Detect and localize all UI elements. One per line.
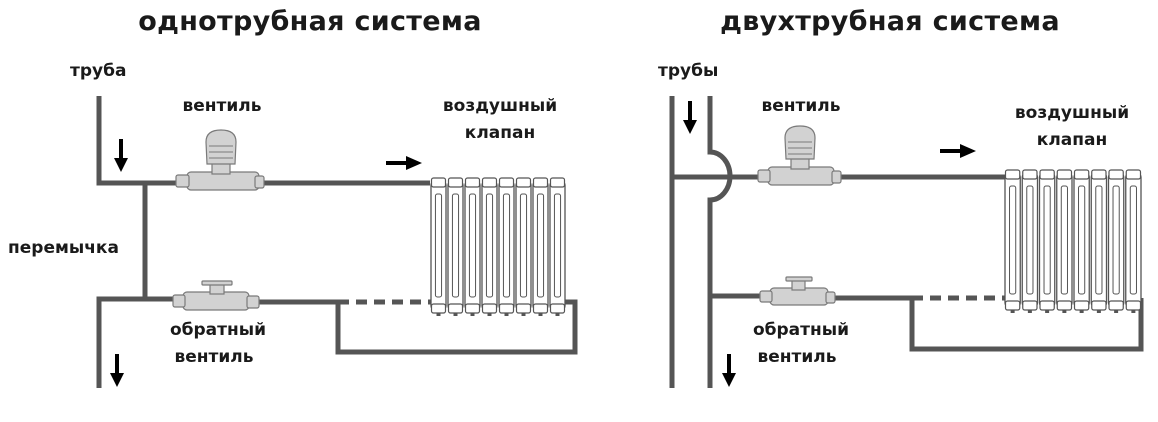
one-pipe-pipe-label: труба [70, 61, 127, 81]
one-pipe-radiator [430, 177, 566, 316]
two-pipe-radiator-foot [1096, 310, 1101, 313]
one-pipe-right-arrow [386, 156, 422, 170]
one-pipe-down-arrow-top [114, 139, 128, 172]
one-pipe-title: однотрубная система [138, 6, 482, 37]
one-pipe-radiator-foot [487, 313, 492, 316]
two-pipe-radiator-section [1090, 169, 1108, 311]
two-pipe-pipes-label: трубы [658, 61, 719, 81]
two-pipe-down-arrow-top [683, 101, 697, 134]
two-pipe-radiator-section [1021, 169, 1039, 311]
two-pipe-radiator-foot [1027, 310, 1032, 313]
one-pipe-radiator-foot [504, 313, 509, 316]
one-pipe-arrows [110, 139, 422, 387]
two-pipe-supply-valve [757, 125, 842, 186]
one-pipe-radiator-foot [538, 313, 543, 316]
two-pipe-title: двухтрубная система [720, 6, 1060, 37]
one-pipe-valve-label: вентиль [182, 96, 262, 116]
one-pipe-return-riser [96, 296, 176, 388]
one-pipe-return-valve-label-line1: обратный [169, 320, 267, 340]
two-pipe-radiator-section [1004, 169, 1021, 311]
one-pipe-radiator-foot [521, 313, 526, 316]
one-pipe-air-valve-label-line1: воздушный [442, 96, 558, 116]
two-pipe-return-riser [707, 96, 733, 388]
two-pipe-right-arrow [940, 144, 976, 158]
two-pipe-radiator-foot [1045, 310, 1050, 313]
one-pipe-radiator-section [515, 177, 532, 314]
one-pipe-system [96, 96, 578, 388]
two-pipe-return-valve-label-line2: вентиль [757, 347, 837, 367]
two-pipe-radiator-foot [1131, 310, 1136, 313]
one-pipe-radiator-section [481, 177, 498, 314]
two-pipe-radiator-section [1125, 169, 1142, 311]
one-pipe-supply-valve [175, 129, 265, 191]
two-pipe-return-valve [759, 276, 836, 306]
two-pipe-radiator-section [1107, 169, 1125, 311]
one-pipe-supply-riser [96, 96, 176, 186]
one-pipe-radiator-foot [436, 313, 441, 316]
two-pipe-system [669, 96, 1144, 388]
two-pipe-radiator-foot [1114, 310, 1119, 313]
two-pipe-air-valve-label-line1: воздушный [1014, 103, 1130, 123]
two-pipe-air-valve-label-line2: клапан [1036, 130, 1108, 150]
one-pipe-return-valve [172, 280, 260, 311]
one-pipe-radiator-section [430, 177, 447, 314]
two-pipe-valve-label: вентиль [761, 96, 841, 116]
two-pipe-return-loop [909, 298, 1144, 352]
one-pipe-radiator-foot [453, 313, 458, 316]
one-pipe-radiator-section [464, 177, 481, 314]
two-pipe-radiator-section [1056, 169, 1073, 311]
one-pipe-air-valve-label-line2: клапан [464, 123, 536, 143]
one-pipe-thermo-head [205, 129, 237, 165]
one-pipe-return-loop [335, 299, 578, 355]
two-pipe-radiator [1004, 169, 1142, 313]
two-pipe-return-valve-label-line1: обратный [752, 320, 850, 340]
one-pipe-radiator-foot [470, 313, 475, 316]
two-pipe-radiator-foot [1010, 310, 1015, 313]
one-pipe-radiator-section [447, 177, 464, 314]
one-pipe-radiator-section [498, 177, 515, 314]
one-pipe-radiator-section [532, 177, 549, 314]
one-pipe-down-arrow-bottom [110, 354, 124, 387]
two-pipe-arrows [683, 101, 976, 387]
one-pipe-radiator-section [549, 177, 566, 314]
one-pipe-pipes [96, 96, 578, 388]
two-pipe-down-arrow-bottom [722, 354, 736, 387]
one-pipe-return-valve-label-line2: вентиль [174, 347, 254, 367]
two-pipe-radiator-section [1038, 169, 1056, 311]
two-pipe-radiator-foot [1079, 310, 1084, 313]
two-pipe-pipes [669, 96, 1144, 388]
one-pipe-radiator-foot [555, 313, 560, 316]
two-pipe-radiator-foot [1062, 310, 1067, 313]
one-pipe-bypass-label: перемычка [8, 238, 119, 258]
two-pipe-radiator-section [1073, 169, 1090, 311]
